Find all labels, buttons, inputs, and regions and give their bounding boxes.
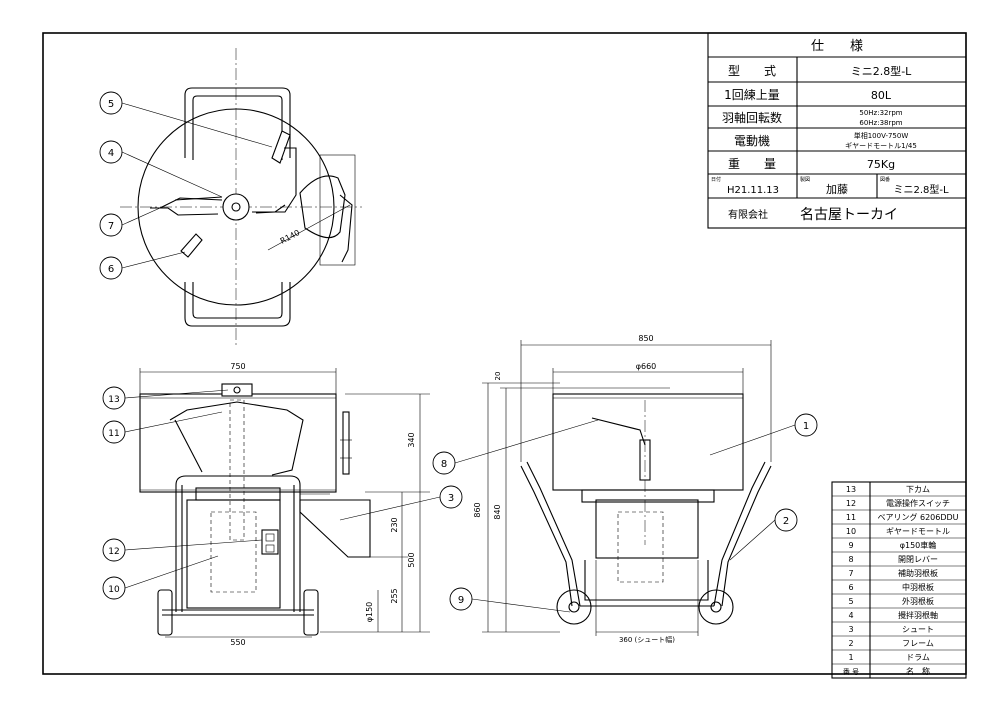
drawing-label: 図番 bbox=[880, 176, 890, 183]
svg-text:12: 12 bbox=[108, 547, 119, 557]
part-name: 補助羽根板 bbox=[898, 568, 938, 578]
spec-value-weight: 75Kg bbox=[867, 158, 895, 171]
svg-text:8: 8 bbox=[441, 459, 447, 470]
dim-500: 500 bbox=[407, 552, 416, 567]
part-number: 6 bbox=[848, 583, 853, 592]
part-name: φ150車輪 bbox=[900, 540, 937, 550]
dim-phi150: φ150 bbox=[365, 602, 374, 623]
dim-r140: R140 bbox=[279, 228, 302, 246]
dim-phi660: φ660 bbox=[636, 362, 657, 371]
dim-340: 340 bbox=[407, 432, 416, 447]
balloon-8: 8 bbox=[432, 451, 456, 475]
balloon-11: 11 bbox=[102, 420, 126, 444]
parts-header-no: 番 号 bbox=[843, 668, 859, 676]
svg-text:3: 3 bbox=[448, 493, 454, 504]
dim-860: 860 bbox=[473, 502, 482, 517]
spec-label-weight: 重 量 bbox=[728, 157, 776, 171]
spec-label-batch: 1回練上量 bbox=[724, 88, 780, 102]
spec-label-model: 型 式 bbox=[728, 64, 776, 78]
svg-text:6: 6 bbox=[108, 264, 114, 275]
date-value: H21.11.13 bbox=[727, 185, 779, 196]
part-name: ドラム bbox=[906, 653, 930, 662]
dim-750: 750 bbox=[230, 362, 245, 371]
spec-table: 仕 様 型 式 ミニ2.8型-L 1回練上量 80L 羽軸回転数 50Hz:32… bbox=[707, 32, 967, 229]
part-name: 開閉レバー bbox=[898, 555, 938, 564]
part-number: 1 bbox=[848, 653, 853, 662]
dim-850: 850 bbox=[638, 334, 653, 343]
company-prefix: 有限会社 bbox=[728, 208, 768, 221]
part-number: 9 bbox=[848, 541, 853, 550]
part-name: 中羽根板 bbox=[902, 582, 934, 592]
svg-text:13: 13 bbox=[108, 395, 119, 405]
part-number: 12 bbox=[846, 499, 856, 508]
company-name: 名古屋トーカイ bbox=[800, 207, 898, 223]
part-number: 11 bbox=[846, 513, 856, 522]
balloon-10: 10 bbox=[102, 576, 126, 600]
side-view: 850 φ660 860 840 20 360 (シュート幅) bbox=[473, 334, 772, 644]
svg-text:2: 2 bbox=[783, 516, 789, 527]
svg-text:9: 9 bbox=[458, 595, 464, 606]
balloon-4: 4 bbox=[99, 140, 123, 164]
spec-value-batch: 80L bbox=[871, 89, 892, 102]
spec-title: 仕 様 bbox=[811, 39, 863, 54]
drawn-value: 加藤 bbox=[826, 183, 848, 196]
spec-value-motor-1: 単相100V-750W bbox=[854, 131, 909, 140]
spec-label-motor: 電動機 bbox=[734, 133, 770, 148]
spec-value-motor-2: ギヤードモートル1/45 bbox=[845, 142, 917, 150]
spec-value-rpm-60: 60Hz:38rpm bbox=[859, 119, 902, 127]
dim-230: 230 bbox=[390, 517, 399, 532]
balloons: 5 4 7 6 13 11 12 10 3 8 9 1 2 bbox=[99, 91, 818, 613]
svg-text:10: 10 bbox=[108, 585, 120, 595]
spec-value-rpm-50: 50Hz:32rpm bbox=[859, 109, 902, 117]
part-name: 下カム bbox=[906, 485, 930, 494]
part-number: 13 bbox=[846, 485, 856, 494]
part-name: 攪拌羽根軸 bbox=[898, 610, 938, 620]
part-number: 7 bbox=[848, 569, 853, 578]
spec-label-rpm: 羽軸回転数 bbox=[722, 110, 782, 125]
dim-550: 550 bbox=[230, 638, 245, 647]
balloon-3: 3 bbox=[439, 485, 463, 509]
balloon-9: 9 bbox=[449, 587, 473, 611]
dim-255: 255 bbox=[390, 588, 399, 603]
balloon-1: 1 bbox=[794, 413, 818, 437]
balloon-7: 7 bbox=[99, 213, 123, 237]
sheet-border bbox=[42, 32, 967, 675]
part-name: ベアリング 6206DDU bbox=[877, 512, 958, 522]
part-number: 4 bbox=[848, 611, 853, 620]
part-number: 5 bbox=[848, 597, 853, 606]
balloon-5: 5 bbox=[99, 91, 123, 115]
drawn-label: 製図 bbox=[800, 176, 810, 183]
balloon-12: 12 bbox=[102, 538, 126, 562]
part-name: ギヤードモートル bbox=[886, 527, 950, 536]
top-view: R140 bbox=[120, 48, 362, 345]
part-number: 8 bbox=[848, 555, 853, 564]
front-view: 750 550 340 230 500 255 φ150 bbox=[139, 362, 430, 647]
dim-20: 20 bbox=[494, 372, 502, 381]
dim-840: 840 bbox=[493, 504, 502, 519]
part-number: 3 bbox=[848, 625, 853, 634]
balloon-6: 6 bbox=[99, 256, 123, 280]
spec-value-model: ミニ2.8型-L bbox=[851, 64, 912, 78]
part-name: シュート bbox=[902, 625, 934, 634]
part-number: 10 bbox=[846, 527, 856, 536]
part-name: 電源操作スイッチ bbox=[886, 498, 950, 508]
part-name: フレーム bbox=[902, 639, 934, 648]
dim-360: 360 (シュート幅) bbox=[619, 635, 675, 644]
part-number: 2 bbox=[848, 639, 853, 648]
svg-text:11: 11 bbox=[108, 429, 119, 439]
balloon-13: 13 bbox=[102, 386, 126, 410]
parts-header-name: 名 称 bbox=[906, 666, 930, 676]
balloon-2: 2 bbox=[774, 508, 798, 532]
svg-text:4: 4 bbox=[108, 148, 114, 159]
drawing-value: ミニ2.8型-L bbox=[893, 183, 949, 196]
svg-text:7: 7 bbox=[108, 221, 114, 232]
svg-text:1: 1 bbox=[803, 421, 809, 432]
date-label: 日付 bbox=[711, 176, 721, 183]
svg-text:5: 5 bbox=[108, 99, 114, 110]
part-name: 外羽根板 bbox=[902, 596, 934, 606]
